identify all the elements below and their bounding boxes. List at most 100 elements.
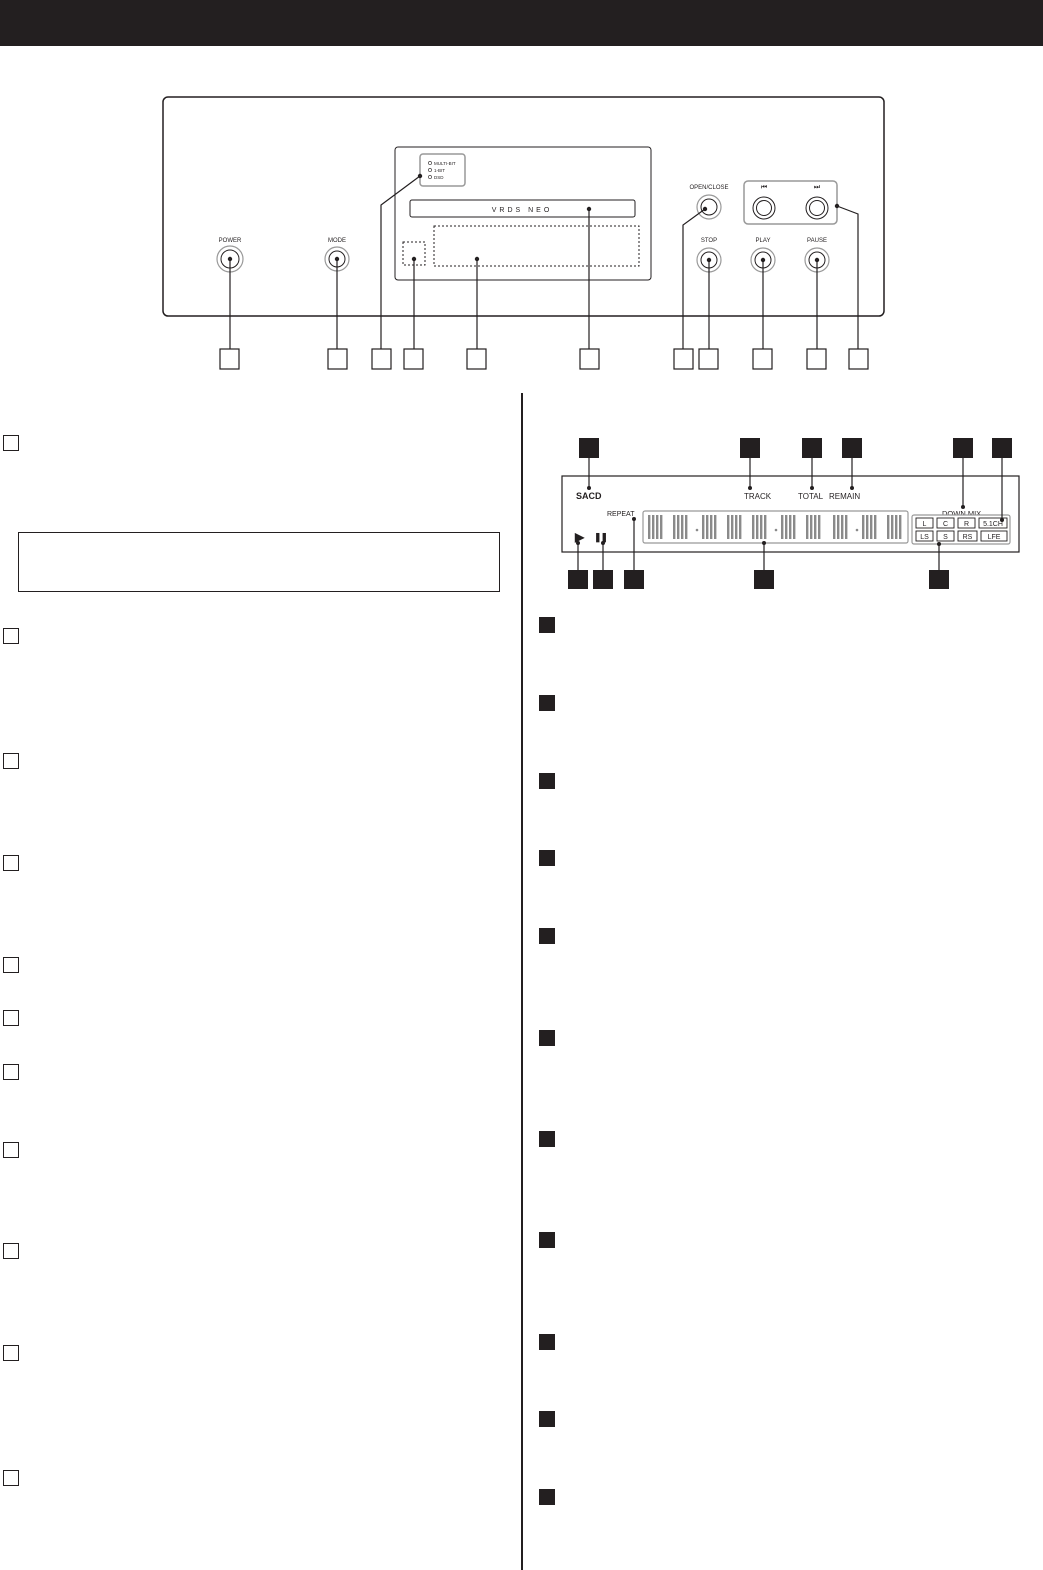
item-marker xyxy=(539,617,555,633)
item-marker xyxy=(539,1232,555,1248)
segment-bar xyxy=(685,515,688,539)
total-label: TOTAL xyxy=(798,492,824,501)
display-callout-boxes xyxy=(568,438,1012,589)
segment-bar xyxy=(785,515,788,539)
item-marker xyxy=(3,1010,19,1026)
segment-bar xyxy=(760,515,763,539)
stop-label: STOP xyxy=(701,238,717,244)
item-marker xyxy=(3,753,19,769)
channel-l: L xyxy=(923,521,927,528)
tray-logo: VRDS NEO xyxy=(492,207,553,214)
segment-bar xyxy=(810,515,813,539)
skip-back-icon: ⏮ xyxy=(761,184,767,191)
segment-colon xyxy=(855,528,859,532)
segment-colon xyxy=(774,528,778,532)
down-mix-label: DOWN MIX xyxy=(942,509,981,518)
segment-colon xyxy=(695,528,699,532)
segment-bar xyxy=(814,515,817,539)
item-marker xyxy=(539,1334,555,1350)
leader-lines xyxy=(229,175,859,349)
segment-bar xyxy=(837,515,840,539)
segment-bar xyxy=(866,515,869,539)
pause-label: PAUSE xyxy=(807,238,827,244)
skip-forward-icon: ⏭ xyxy=(814,184,821,191)
item-marker xyxy=(539,928,555,944)
track-label: TRACK xyxy=(744,492,772,501)
segment-bar xyxy=(652,515,655,539)
item-marker xyxy=(539,1131,555,1147)
channel-r: R xyxy=(964,521,969,528)
segment-bar xyxy=(731,515,734,539)
leader-dots xyxy=(227,173,840,263)
segment-bar xyxy=(752,515,755,539)
skip-back-button[interactable] xyxy=(752,196,776,220)
column-divider xyxy=(521,393,523,1570)
item-marker xyxy=(539,1030,555,1046)
indicator-led xyxy=(428,161,432,165)
open-close-label: OPEN/CLOSE xyxy=(689,185,728,191)
segment-bar xyxy=(673,515,676,539)
segment-bar xyxy=(714,515,717,539)
panel-callout-boxes xyxy=(219,348,869,370)
display-leader-lines xyxy=(577,458,1003,570)
segment-bar xyxy=(727,515,730,539)
segment-bar xyxy=(862,515,865,539)
segment-bar xyxy=(870,515,873,539)
item-marker xyxy=(539,850,555,866)
segment-bar xyxy=(841,515,844,539)
mode-label: MODE xyxy=(328,238,346,244)
segment-bar xyxy=(818,515,821,539)
header-bar xyxy=(0,0,1043,46)
item-marker xyxy=(539,1489,555,1505)
segment-bar xyxy=(710,515,713,539)
segment-bar xyxy=(681,515,684,539)
note-box xyxy=(18,532,500,592)
item-marker xyxy=(3,1243,19,1259)
segment-bar xyxy=(833,515,836,539)
diagram-svg: MULTI-BIT 1-BIT DSD VRDS NEO POWER MODE … xyxy=(162,96,1020,589)
item-marker xyxy=(3,1345,19,1361)
channel-rs: RS xyxy=(963,534,973,541)
segment-bar xyxy=(781,515,784,539)
sacd-label: SACD xyxy=(576,491,602,501)
segment-bar xyxy=(793,515,796,539)
display-area xyxy=(433,225,640,267)
segment-bar xyxy=(735,515,738,539)
segment-bar xyxy=(845,515,848,539)
indicator-dsd: DSD xyxy=(434,175,444,180)
segment-bar xyxy=(874,515,877,539)
segment-bar xyxy=(702,515,705,539)
play-label: PLAY xyxy=(756,238,771,244)
indicator-multibit: MULTI-BIT xyxy=(434,161,456,166)
item-marker xyxy=(539,1411,555,1427)
item-marker xyxy=(3,628,19,644)
segment-bar xyxy=(660,515,663,539)
item-marker xyxy=(539,695,555,711)
segment-bar xyxy=(706,515,709,539)
pause-indicator-icon: ❚❚ xyxy=(594,532,607,543)
item-marker xyxy=(3,1064,19,1080)
segment-bar xyxy=(656,515,659,539)
channel-boxes xyxy=(915,517,1008,542)
segment-bar xyxy=(895,515,898,539)
character-segments xyxy=(648,515,902,539)
item-marker xyxy=(3,1470,19,1486)
segment-bar xyxy=(789,515,792,539)
channel-51ch: 5.1CH xyxy=(983,521,1003,528)
item-marker xyxy=(3,1142,19,1158)
segment-bar xyxy=(677,515,680,539)
segment-bar xyxy=(756,515,759,539)
segment-bar xyxy=(764,515,767,539)
channel-lfe: LFE xyxy=(988,534,1001,541)
segment-bar xyxy=(648,515,651,539)
indicator-led xyxy=(428,168,432,172)
item-marker xyxy=(3,957,19,973)
segment-bar xyxy=(887,515,890,539)
channel-s: S xyxy=(943,534,948,541)
skip-forward-button[interactable] xyxy=(805,196,829,220)
open-close-button[interactable] xyxy=(696,194,722,220)
segment-bar xyxy=(891,515,894,539)
disc-tray xyxy=(409,199,636,218)
indicator-1bit: 1-BIT xyxy=(434,168,445,173)
segment-bar xyxy=(739,515,742,539)
